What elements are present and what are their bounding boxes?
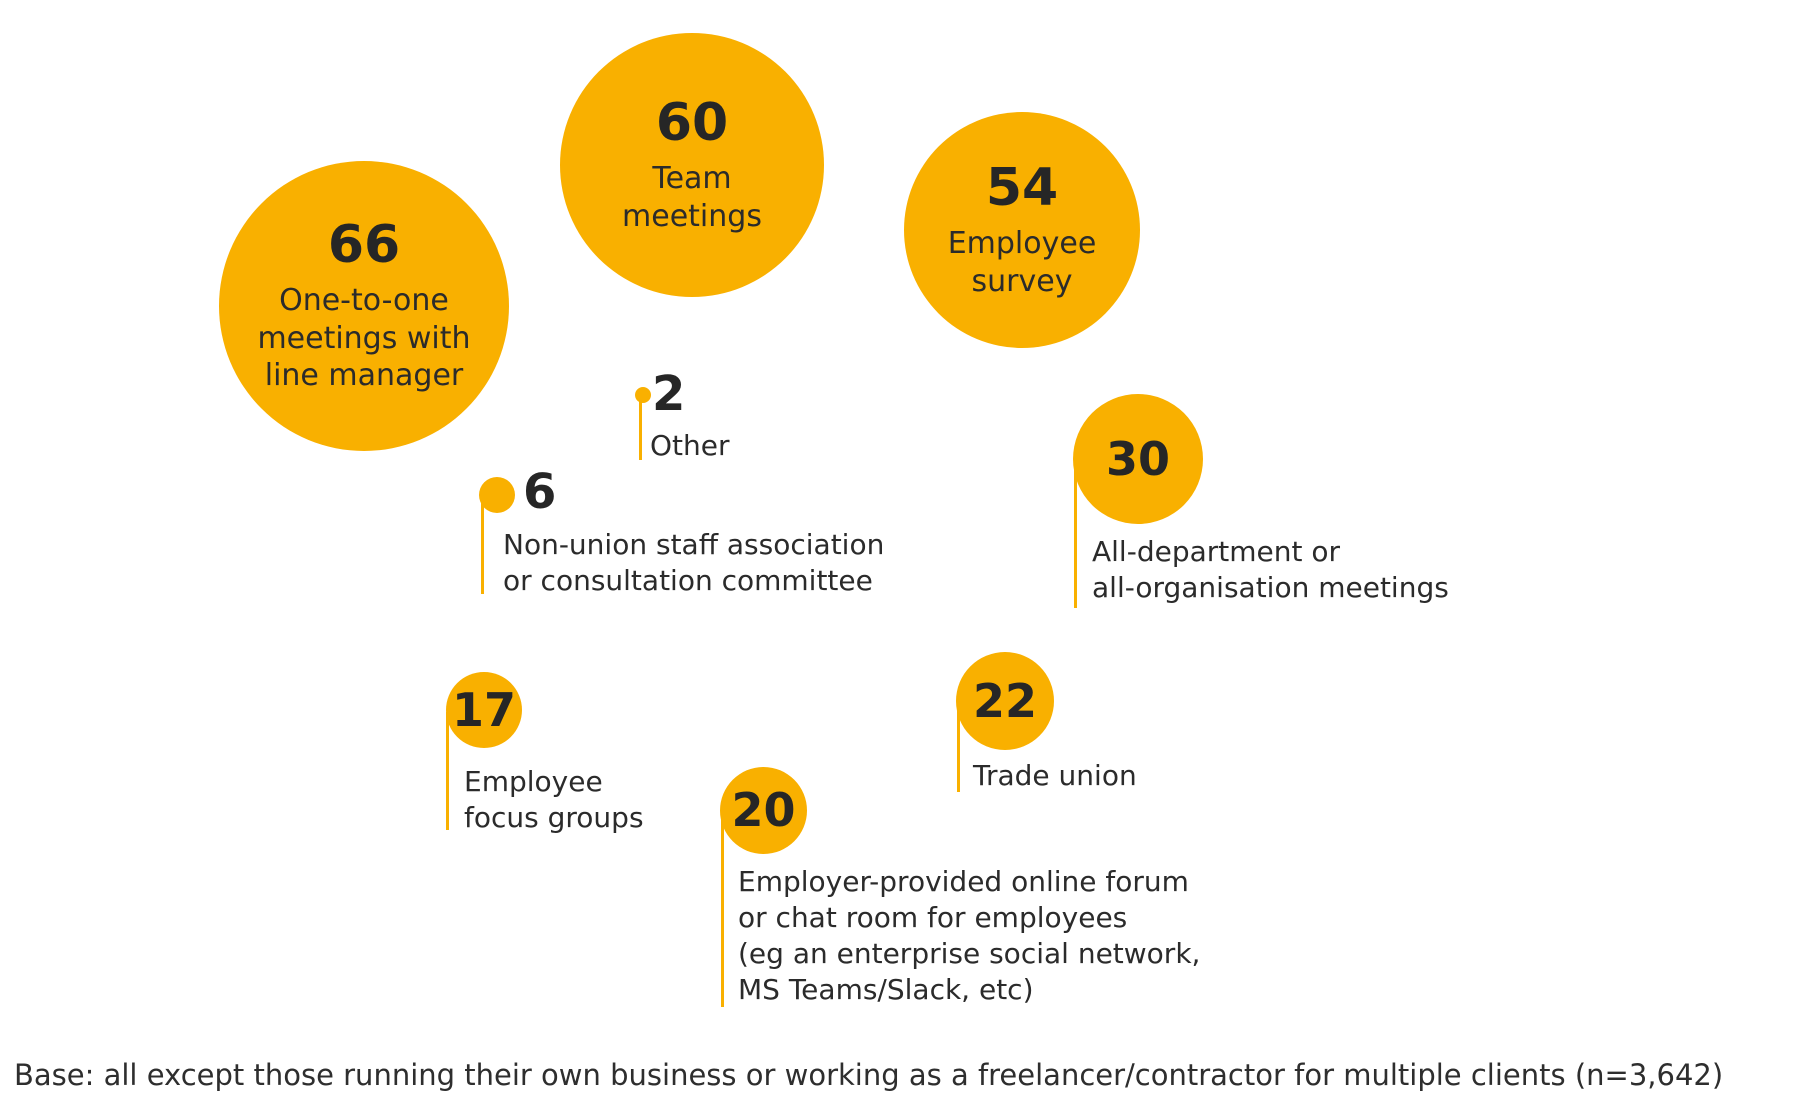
- bubble-non-union-staff-association: [479, 477, 515, 513]
- bubble-value: 6: [523, 464, 557, 520]
- callout-label-employee-focus-groups: Employee focus groups: [464, 765, 644, 834]
- bubble-team-meetings: 60 Team meetings: [560, 33, 824, 297]
- bubble-label: Employee survey: [947, 226, 1097, 299]
- base-note: Base: all except those running their own…: [14, 1058, 1724, 1092]
- bubble-all-department-meetings: 30: [1073, 394, 1203, 524]
- bubble-other: [635, 387, 651, 403]
- callout-label-all-department-meetings: All-department or all-organisation meeti…: [1092, 535, 1449, 604]
- bubble-value: 20: [731, 783, 796, 838]
- stem-trade-union: [957, 701, 960, 792]
- bubble-label: Team meetings: [622, 161, 762, 234]
- callout-label-online-forum: Employer-provided online forum or chat r…: [738, 865, 1201, 1006]
- bubble-value: 54: [985, 157, 1059, 218]
- stem-online-forum: [721, 810, 724, 1007]
- stem-all-department-meetings: [1074, 459, 1077, 608]
- callout-label-trade-union: Trade union: [973, 759, 1137, 792]
- bubble-value: 2: [652, 366, 686, 422]
- bubble-value: 66: [327, 215, 401, 276]
- callout-label-non-union-staff-association: Non-union staff association or consultat…: [503, 528, 885, 597]
- bubble-trade-union: 22: [956, 652, 1054, 750]
- stem-employee-focus-groups: [446, 712, 449, 830]
- bubble-label: One-to-one meetings with line manager: [257, 283, 471, 394]
- bubble-value: 30: [1105, 431, 1170, 486]
- callout-label-other: Other: [650, 429, 730, 462]
- bubble-one-to-one-meetings: 66 One-to-one meetings with line manager: [219, 161, 509, 451]
- stem-other: [639, 396, 642, 460]
- bubble-employee-focus-groups: 17: [446, 672, 522, 748]
- bubble-value: 22: [972, 673, 1037, 728]
- bubble-value: 17: [451, 682, 516, 737]
- bubble-online-forum: 20: [720, 767, 807, 854]
- bubble-value: 60: [655, 92, 729, 153]
- bubble-employee-survey: 54 Employee survey: [904, 112, 1140, 348]
- stem-non-union-staff-association: [481, 498, 484, 594]
